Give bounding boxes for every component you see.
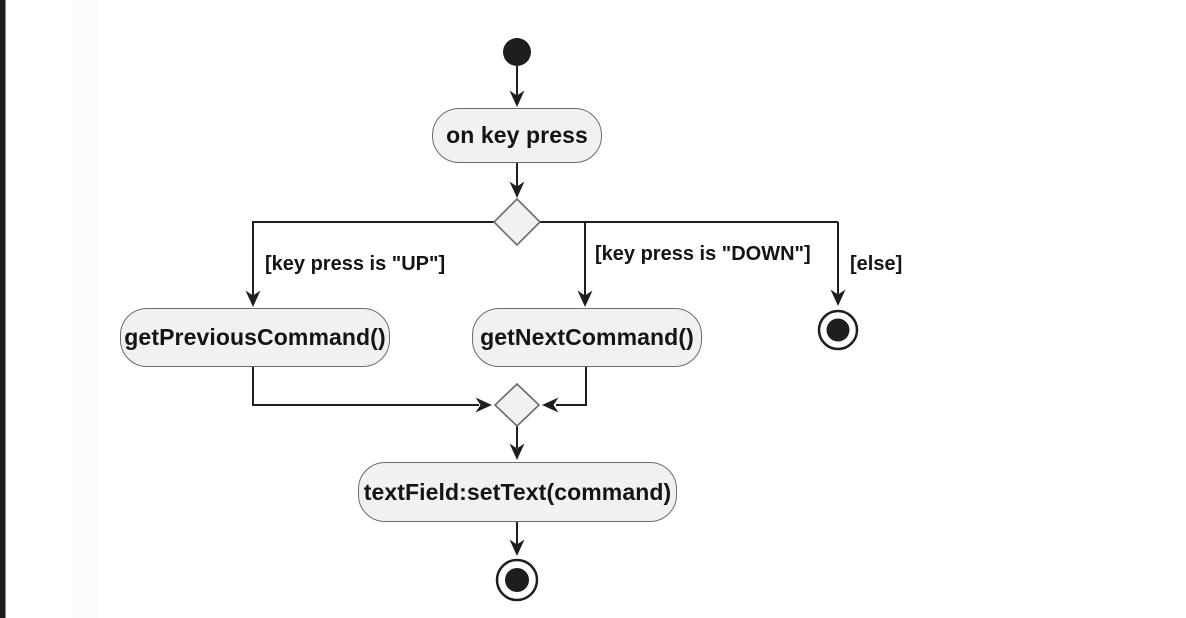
final-node-else-dot [826,318,850,342]
window-left-edge [0,0,6,618]
activity-get-next-command: getNextCommand() [472,308,702,367]
background-band [72,0,98,618]
edge-getnext-to-merge [556,366,587,406]
activity-on-key-press: on key press [432,108,602,163]
guard-key-press-up: [key press is "UP"] [265,253,446,275]
activity-get-previous-command: getPreviousCommand() [120,308,390,367]
guard-key-press-down: [key press is "DOWN"] [595,243,811,265]
edge-decision-to-getprevious [252,221,494,296]
merge-diamond [493,382,541,428]
guard-else: [else] [850,253,903,275]
activity-set-text: textField:setText(command) [358,462,677,522]
final-node-dot [505,568,529,592]
edge-getprevious-to-merge [252,366,479,406]
decision-diamond [492,197,542,247]
initial-node [503,38,531,66]
